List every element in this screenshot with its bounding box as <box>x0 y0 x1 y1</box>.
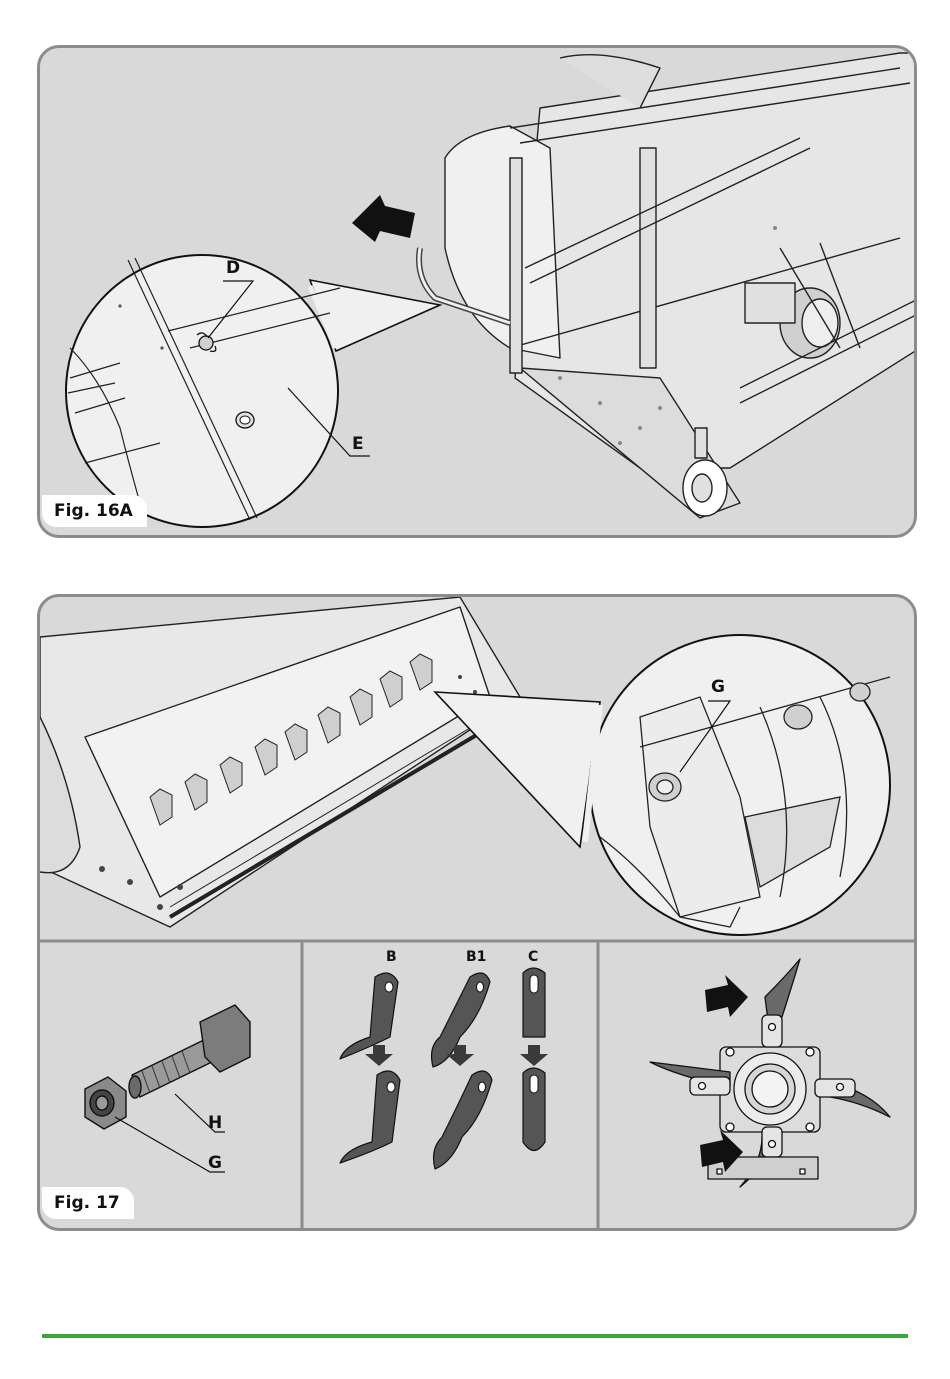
callout-e: E <box>352 434 364 454</box>
footer-divider <box>42 1334 908 1338</box>
figure-17-illustration <box>40 597 917 1231</box>
callout-h: H <box>208 1113 222 1133</box>
down-arrow-icon <box>365 1045 548 1066</box>
figure-label: Fig. 16A <box>42 495 147 527</box>
figure-17-panel: G H G B B1 C Fig. 17 <box>37 594 917 1231</box>
callout-b: B <box>386 949 397 965</box>
figure-16a-panel: D E Fig. 16A <box>37 45 917 538</box>
callout-g-detail: G <box>711 677 725 697</box>
callout-c: C <box>528 949 538 965</box>
figure-label: Fig. 17 <box>42 1187 134 1219</box>
callout-d: D <box>226 258 240 278</box>
direction-arrow-icon <box>352 195 415 242</box>
callout-b1: B1 <box>466 949 486 965</box>
figure-16a-illustration <box>40 48 917 538</box>
callout-g-nut: G <box>208 1153 222 1173</box>
